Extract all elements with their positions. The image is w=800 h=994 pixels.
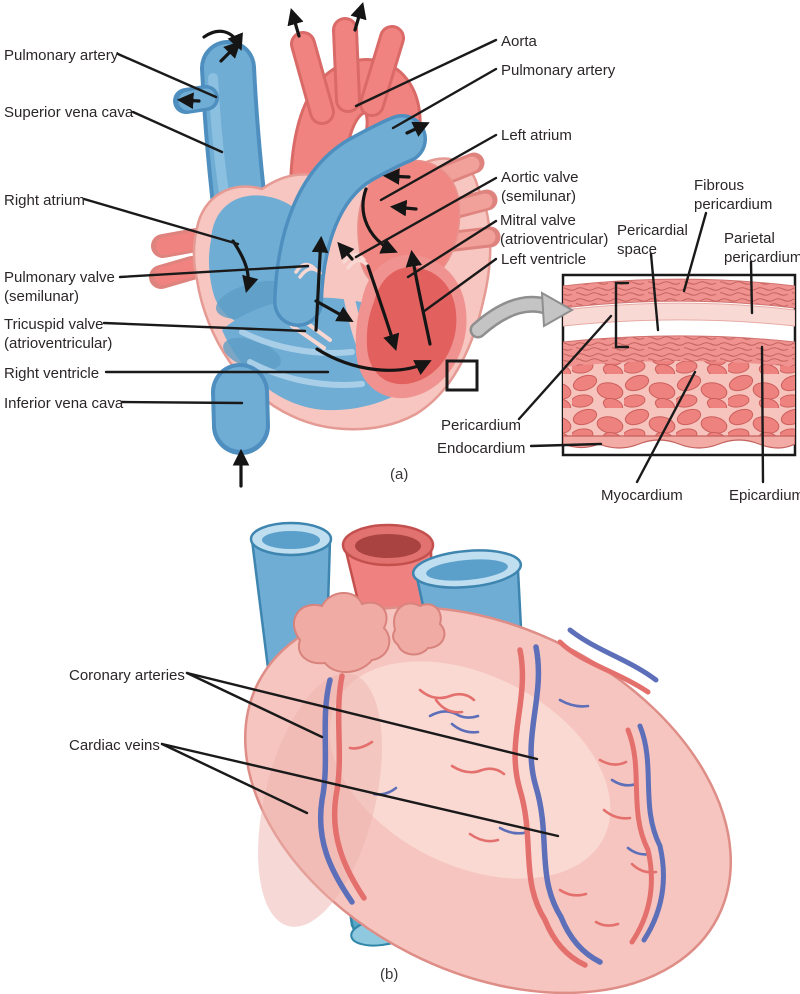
- label-text: Coronary arteries: [69, 667, 185, 684]
- label-pulmonary-artery-left: Pulmonary artery: [4, 46, 118, 65]
- aorta: [289, 17, 422, 250]
- label-text: Pulmonary valve: [4, 269, 115, 286]
- label-right-atrium: Right atrium: [4, 191, 85, 210]
- zoom-source-box: [445, 359, 479, 392]
- label-subtext: (atrioventricular): [4, 335, 113, 352]
- label-coronary-arteries: Coronary arteries: [69, 666, 185, 685]
- label-text: Epicardium: [729, 487, 800, 504]
- label-leader-lines: [82, 38, 765, 838]
- label-text: Aorta: [501, 33, 537, 50]
- label-text: Left ventricle: [501, 251, 587, 268]
- pulmonary-vein-stubs-left: [149, 228, 208, 289]
- label-right-ventricle: Right ventricle: [4, 364, 99, 383]
- label-text: Mitral valve: [500, 212, 576, 229]
- panel-a-caption: (a): [390, 466, 409, 483]
- label-myocardium: Myocardium: [601, 486, 683, 505]
- label-left-ventricle: Left ventricle: [501, 250, 586, 269]
- label-text: Pulmonary artery: [501, 62, 616, 79]
- label-text: Pulmonary artery: [4, 47, 119, 64]
- label-subtext: (semilunar): [501, 188, 577, 205]
- label-subtext: (atrioventricular): [500, 231, 609, 248]
- label-tricuspid-valve: Tricuspid valve (atrioventricular): [4, 315, 112, 353]
- fibrous-pericardium-layer: [563, 278, 795, 309]
- label-pericardium: Pericardium: [441, 416, 521, 435]
- myocardium-layer: [563, 361, 795, 438]
- label-parietal-pericardium: Parietal pericardium: [724, 229, 800, 267]
- label-text: Endocardium: [437, 440, 526, 457]
- label-text: Right atrium: [4, 192, 85, 209]
- label-subtext: space: [617, 241, 658, 258]
- label-text: Myocardium: [601, 487, 683, 504]
- magnifier-arrow-icon: [469, 291, 575, 339]
- left-atrium: [357, 152, 501, 291]
- label-text: Superior vena cava: [4, 104, 134, 121]
- label-aorta: Aorta: [501, 32, 537, 51]
- label-text: Fibrous: [694, 177, 745, 194]
- label-text: Pericardium: [441, 417, 522, 434]
- label-pulmonary-artery-right: Pulmonary artery: [501, 61, 615, 80]
- parietal-pericardium-layer: [563, 302, 795, 327]
- label-text: Tricuspid valve: [4, 316, 104, 333]
- label-inferior-vena-cava: Inferior vena cava: [4, 394, 123, 413]
- pericardium-bracket: [614, 281, 630, 349]
- label-text: Pericardial: [617, 222, 688, 239]
- label-text: Inferior vena cava: [4, 395, 124, 412]
- label-pericardial-space: Pericardial space: [617, 221, 688, 259]
- panel-b-caption: (b): [380, 966, 399, 983]
- label-text: Aortic valve: [501, 169, 579, 186]
- label-fibrous-pericardium: Fibrous pericardium: [694, 176, 772, 214]
- label-mitral-valve: Mitral valve (atrioventricular): [500, 211, 608, 249]
- label-text: Parietal: [724, 230, 775, 247]
- label-text: Left atrium: [501, 127, 572, 144]
- label-left-atrium: Left atrium: [501, 126, 572, 145]
- label-epicardium: Epicardium: [729, 486, 800, 505]
- label-subtext: pericardium: [724, 249, 800, 266]
- label-aortic-valve: Aortic valve (semilunar): [501, 168, 579, 206]
- panel-a-heart-section: [149, 17, 501, 455]
- label-pulmonary-valve: Pulmonary valve (semilunar): [4, 268, 115, 306]
- blood-flow-arrows: [176, 2, 432, 488]
- label-superior-vena-cava: Superior vena cava: [4, 103, 133, 122]
- left-ventricle: [342, 252, 467, 399]
- label-subtext: (semilunar): [4, 288, 80, 305]
- label-cardiac-veins: Cardiac veins: [69, 736, 160, 755]
- label-subtext: pericardium: [694, 196, 773, 213]
- label-endocardium: Endocardium: [437, 439, 525, 458]
- auricles: [293, 592, 446, 673]
- panel-b-heart-external: [243, 521, 733, 994]
- pericardium-inset: [561, 273, 797, 457]
- inferior-vena-cava: [211, 363, 270, 455]
- label-text: Right ventricle: [4, 365, 100, 382]
- label-text: Cardiac veins: [69, 737, 160, 754]
